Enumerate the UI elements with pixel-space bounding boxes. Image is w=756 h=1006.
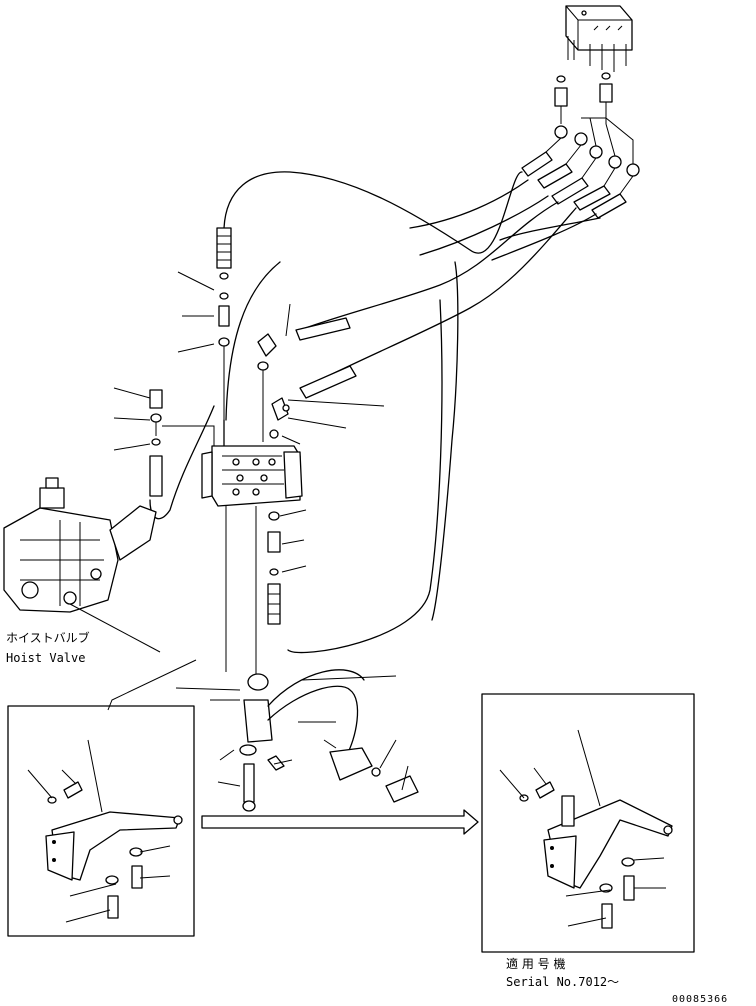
left-fittings	[149, 227, 357, 497]
leader-lines	[27, 271, 666, 927]
hoist-valve-label-jp: ホイストバルブ	[6, 630, 90, 645]
applicable-label-jp: 適 用 号 機	[506, 956, 565, 971]
bottom-fittings	[175, 669, 419, 812]
hose-end-fittings	[521, 137, 634, 219]
direction-arrow	[201, 809, 479, 835]
central-valve	[201, 445, 303, 678]
drawing-number: 00085366	[672, 994, 728, 1005]
serial-number-label: Serial No.7012～	[506, 975, 619, 989]
manifold-fittings	[554, 72, 640, 177]
left-bracket	[45, 781, 183, 919]
hoist-valve-label-en: Hoist Valve	[6, 651, 85, 665]
inset-box-left	[7, 705, 195, 937]
hoist-valve-drawing	[3, 477, 161, 653]
manifold-block	[565, 5, 633, 72]
right-bracket	[519, 781, 673, 929]
inset-box-right	[481, 693, 695, 953]
